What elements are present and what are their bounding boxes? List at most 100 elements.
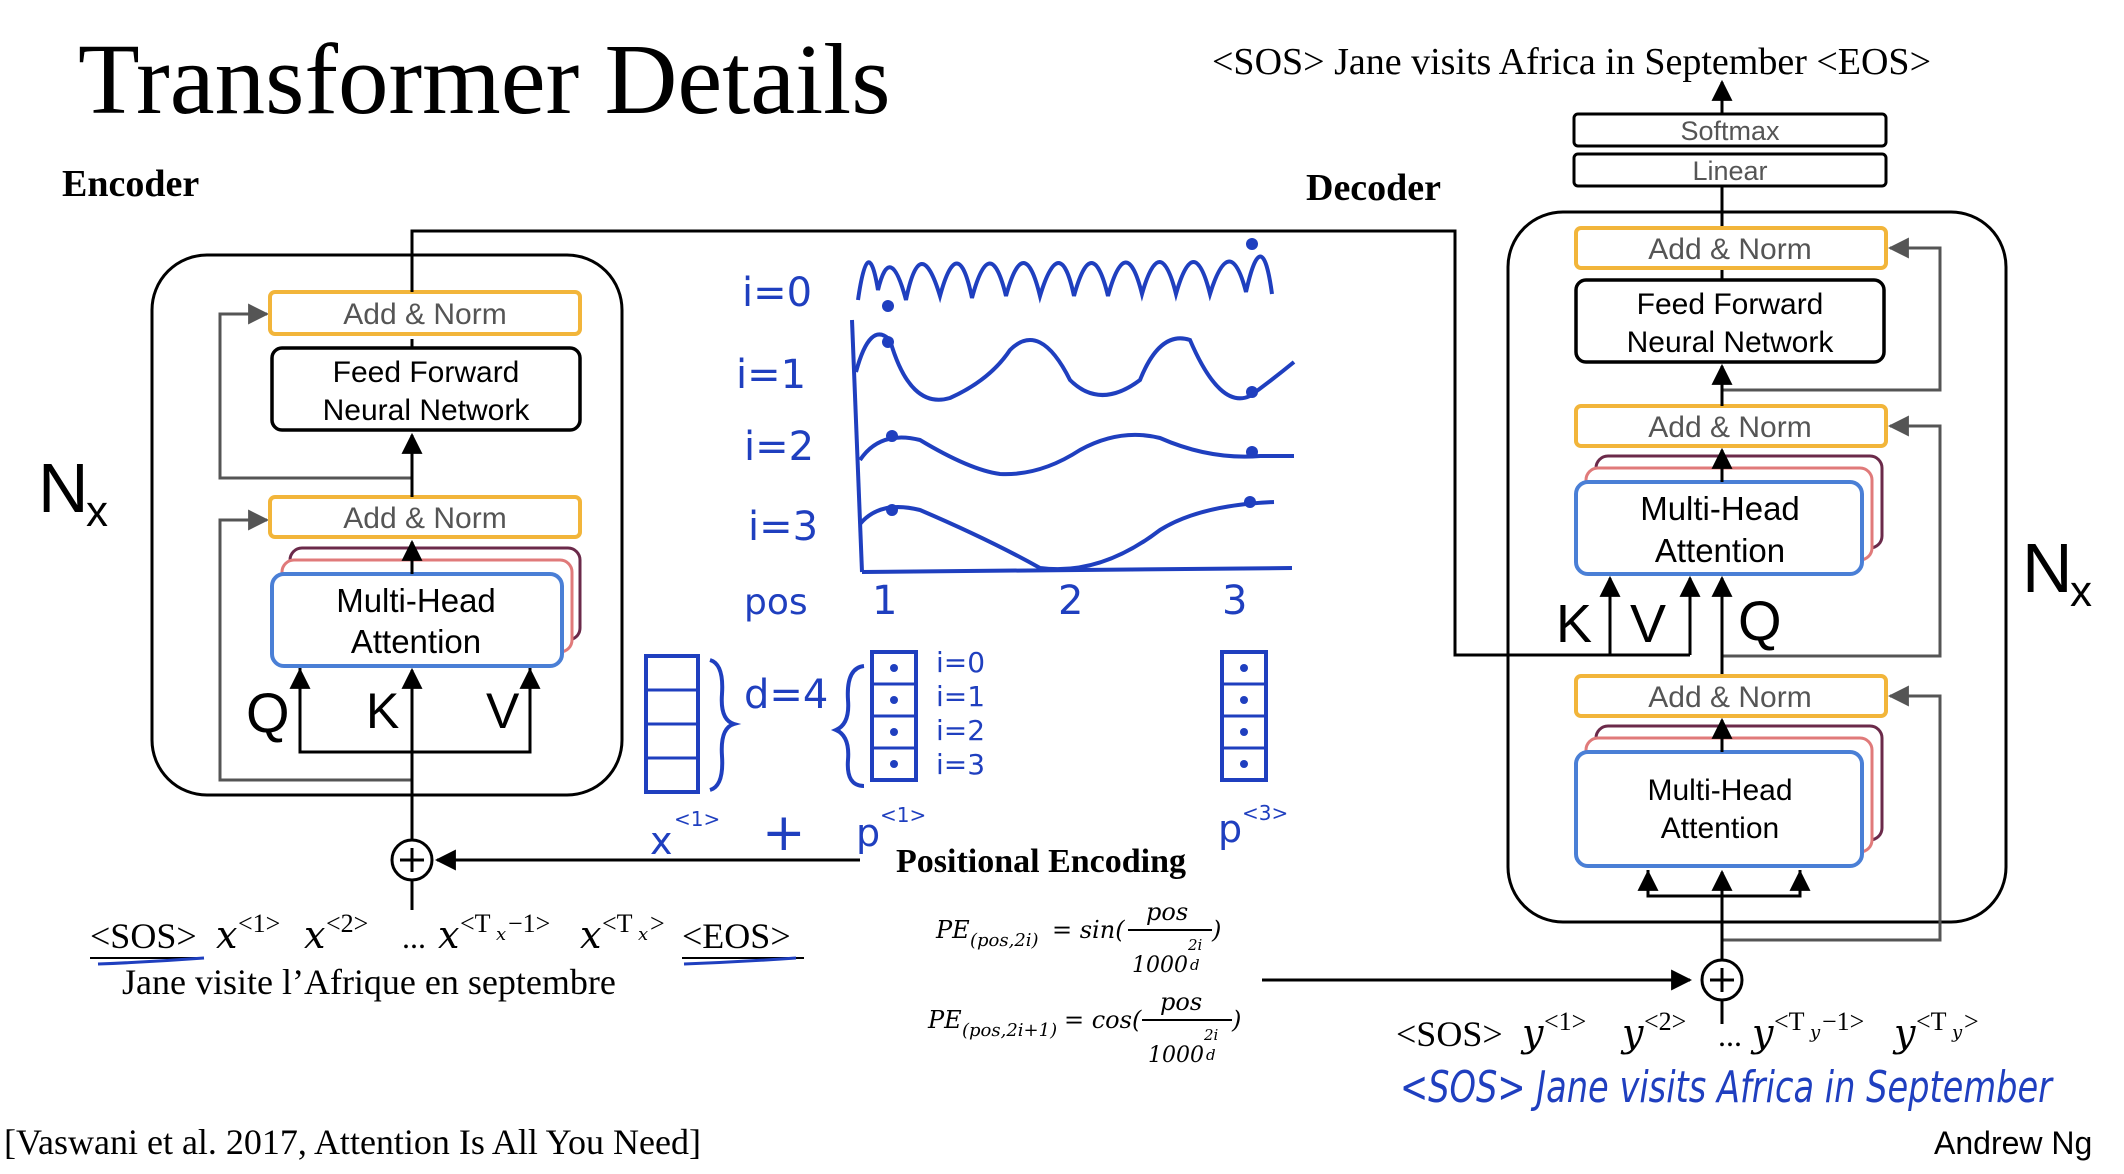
dec-dots: ... (1718, 1017, 1742, 1053)
x1-hand-sup: <1> (674, 807, 720, 831)
pe1-num: pos (1146, 898, 1188, 926)
pe-wave-i1 (854, 332, 1296, 402)
p1-hand-label: p (856, 811, 880, 855)
p1-vector-brace (830, 664, 865, 788)
enc-xt-sub: x (638, 924, 648, 945)
decoder-nx-sub: x (2070, 567, 2092, 616)
decoder-input-row: <SOS> y <1> y <2> ... y <T y −1> y <T y … (1396, 1007, 2054, 1113)
decoder-mha2-line1: Multi-Head (1640, 490, 1800, 527)
encoder-k-label: K (366, 683, 399, 739)
encoder-nx-sub: x (86, 487, 108, 536)
decoder-mha1-line2: Attention (1661, 812, 1779, 845)
pe-i0-label: i=0 (742, 270, 812, 316)
x1-hand-label: x (650, 819, 673, 863)
decoder-mha1-fork (1646, 870, 1802, 898)
dec-yt-tail: > (1964, 1007, 1979, 1036)
enc-dots: ... (402, 919, 426, 955)
pe1-rhs: = sin( (1052, 916, 1125, 944)
pe-y-axis (850, 319, 864, 573)
encoder-add-norm-top (268, 290, 582, 336)
enc-sos-token: <SOS> (90, 916, 197, 956)
dec-ytm1-sub: y (1809, 1022, 1821, 1043)
p3-hand-sup: <3> (1242, 801, 1288, 825)
encoder-input-row: <SOS> x <1> x <2> ... x <T x −1> x <T x … (90, 909, 804, 1002)
dec-yt-sub: y (1951, 1022, 1963, 1043)
dec-y2: y (1620, 1011, 1644, 1055)
decoder-mha1 (1574, 750, 1864, 868)
dec-ytm1-tail: −1> (1822, 1007, 1864, 1036)
pe-dot-i0-pos1 (882, 300, 894, 312)
pe-sketch: i=0 i=1 i=2 i=3 pos 1 2 3 d=4 (644, 238, 1296, 863)
pe-x-axis (861, 566, 1293, 574)
encoder-add-norm-bottom (268, 495, 582, 539)
decoder-ffn-line1: Feed Forward (1637, 288, 1824, 321)
pe2-close: ) (1231, 1006, 1241, 1034)
french-sentence: Jane visite l’Afrique en septembre (122, 962, 616, 1002)
dec-y2-sup: <2> (1644, 1007, 1686, 1036)
decoder-label: Decoder (1306, 167, 1441, 209)
pe-dot-i3-pos3 (1244, 496, 1256, 508)
decoder-add-norm-1 (1574, 226, 1888, 270)
pe-dot-i2-pos3 (1246, 446, 1258, 458)
pe1-sub: (pos,2i) (970, 930, 1039, 951)
pe-dot-i3-pos1 (886, 504, 898, 516)
softmax-label: Softmax (1680, 116, 1780, 146)
enc-x1: x (216, 913, 237, 957)
pe1-close: ) (1211, 916, 1221, 944)
enc-xtm1-tail: −1> (508, 909, 550, 938)
encoder-ffn (270, 346, 582, 432)
decoder-v-label: V (1630, 594, 1666, 654)
encoder-label: Encoder (62, 163, 199, 205)
citation: [Vaswani et al. 2017, Attention Is All Y… (4, 1122, 701, 1162)
p3-hand-label: p (1218, 807, 1242, 851)
pe1-lhs: PE (935, 916, 970, 944)
encoder-mha (270, 572, 564, 668)
pe1-exp: 2i (1187, 936, 1203, 954)
p3-dot4 (1240, 760, 1248, 768)
pe2-rhs: = cos( (1064, 1006, 1142, 1034)
pe-wave-i2 (858, 432, 1294, 477)
p1-dot3 (890, 728, 898, 736)
handwritten-target-sentence: <SOS> Jane visits Africa in September (1400, 1062, 2054, 1113)
encoder-ffn-line2: Neural Network (323, 394, 531, 427)
hand-plus: + (762, 803, 806, 863)
encoder-mha-line1: Multi-Head (336, 582, 496, 619)
encoder-nx-n: N (38, 449, 89, 527)
decoder-q-label: Q (1738, 589, 1782, 652)
p1-i2: i=2 (936, 714, 985, 747)
linear-box (1572, 152, 1888, 188)
dec-ytm1: y (1750, 1011, 1774, 1055)
p1-hand-sup: <1> (880, 803, 926, 827)
decoder-add-norm-3 (1574, 674, 1888, 718)
pe-tick-1: 1 (872, 578, 897, 624)
pe1-den: 1000 (1132, 953, 1188, 978)
encoder-residual-1 (218, 509, 412, 782)
page-title: Transformer Details (78, 23, 891, 135)
encoder-add-norm-bottom-label: Add & Norm (343, 502, 506, 535)
pe-formula-sin: PE (pos,2i) = sin( pos 1000 2i d ) (935, 898, 1221, 978)
decoder-add-norm-3-label: Add & Norm (1648, 681, 1811, 714)
dec-y1-sup: <1> (1544, 1007, 1586, 1036)
encoder-add-norm-top-label: Add & Norm (343, 298, 506, 331)
pe-i2-label: i=2 (744, 424, 814, 470)
d4-label: d=4 (744, 672, 828, 718)
pe-wave-i3 (858, 500, 1275, 572)
enc-xtm1-sup: <T (460, 909, 491, 938)
enc-x2-sup: <2> (326, 909, 368, 938)
enc-eos-token: <EOS> (682, 916, 791, 956)
pe-dot-i1-pos3 (1246, 386, 1258, 398)
pe2-expd: d (1206, 1046, 1216, 1064)
pe-tick-3: 3 (1222, 578, 1247, 624)
positional-encoding-label: Positional Encoding (896, 843, 1186, 880)
p1-dot1 (890, 664, 898, 672)
enc-sos-handwritten-underline (97, 956, 205, 966)
pe-i1-label: i=1 (736, 352, 806, 398)
decoder-k-label: K (1556, 594, 1592, 654)
dec-sos-token: <SOS> (1396, 1014, 1503, 1054)
enc-xtm1-sub: x (496, 924, 506, 945)
p3-dot2 (1240, 696, 1248, 704)
pe2-lhs: PE (927, 1006, 962, 1034)
enc-xtm1: x (438, 913, 459, 957)
p1-dot4 (890, 760, 898, 768)
encoder-nx: N x (38, 449, 108, 536)
